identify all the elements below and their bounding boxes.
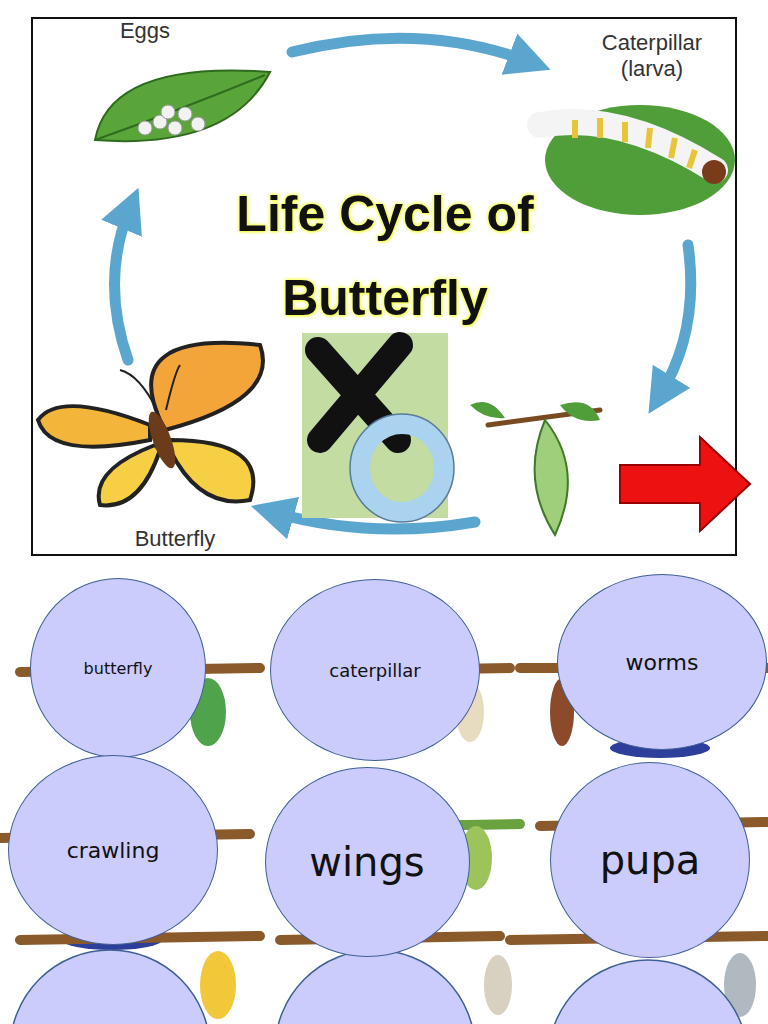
word-circle: caterpillar <box>270 579 480 761</box>
word-text: crawling <box>67 838 160 863</box>
word-text: butterfly <box>84 659 153 678</box>
butterfly-picture <box>38 343 263 506</box>
word-text: pupa <box>600 837 701 883</box>
word-text: wings <box>309 839 424 885</box>
chrysalis-picture <box>470 402 600 535</box>
blank-circle <box>10 950 748 1024</box>
next-arrow <box>620 437 750 531</box>
word-text: caterpillar <box>329 660 420 681</box>
egg-leaf <box>95 70 270 141</box>
title: Life Cycle of Butterfly <box>200 172 570 340</box>
tic-tac-toe-icon <box>302 333 454 522</box>
stage-label: Butterfly <box>100 526 250 552</box>
word-circle: wings <box>265 767 470 957</box>
caterpillar-picture <box>540 105 735 215</box>
word-circle: pupa <box>550 762 750 958</box>
stage-label: Eggs <box>105 18 185 44</box>
word-circle: crawling <box>8 755 218 945</box>
word-circle: butterfly <box>30 578 206 758</box>
stage-label: Caterpillar (larva) <box>572 30 732 82</box>
word-text: worms <box>625 650 698 675</box>
word-circle: worms <box>557 574 767 750</box>
